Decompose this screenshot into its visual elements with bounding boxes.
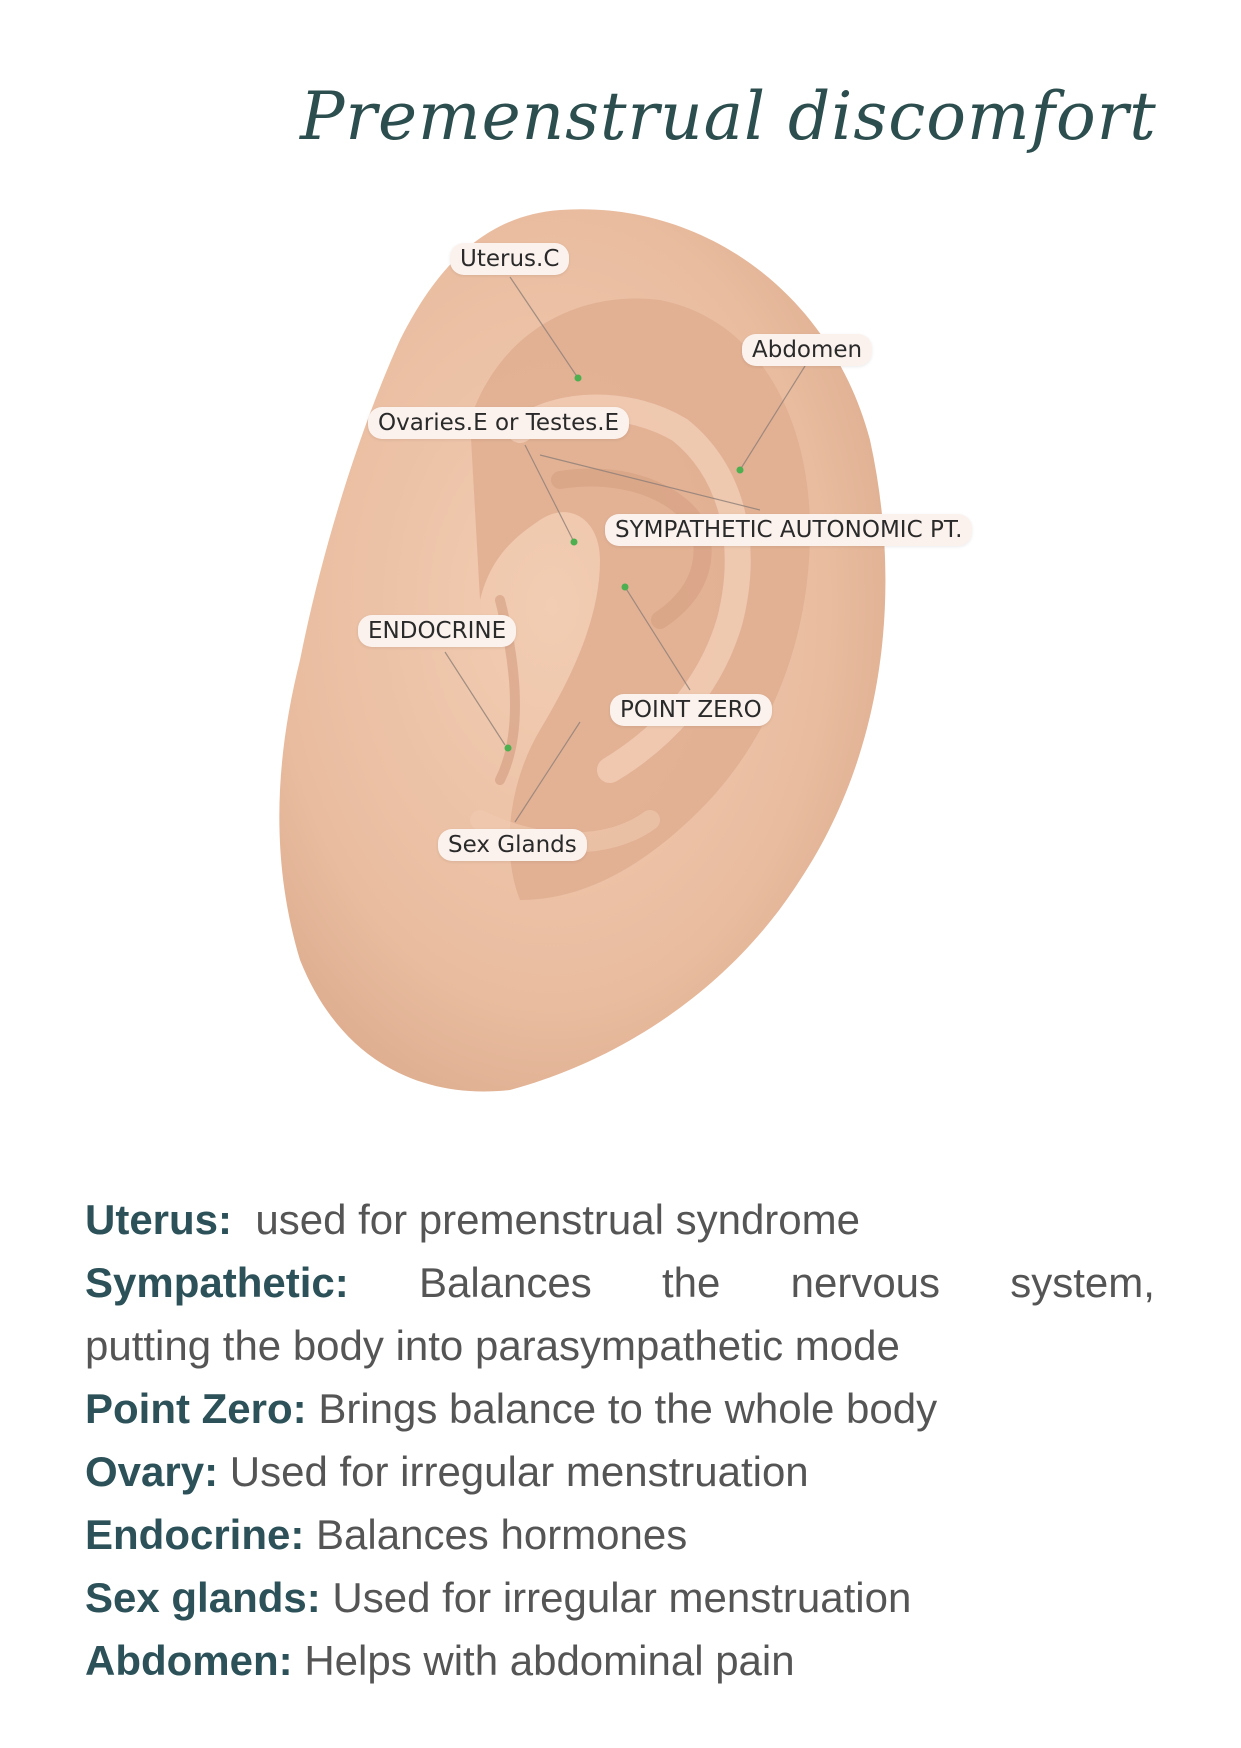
legend-row-sympathetic: Sympathetic: Balances the nervous system… — [85, 1251, 1155, 1314]
legend-row-sex-glands: Sex glands: Used for irregular menstruat… — [85, 1566, 1155, 1629]
point-uterus — [574, 374, 582, 382]
legend-text: Brings balance to the whole body — [318, 1385, 938, 1432]
legend-word: system, — [1010, 1259, 1155, 1306]
point-ovaries — [570, 538, 578, 546]
label-sex-glands: Sex Glands — [438, 829, 587, 861]
legend-row-ovary: Ovary: Used for irregular menstruation — [85, 1440, 1155, 1503]
legend-term: Sympathetic: — [85, 1259, 349, 1306]
legend-term: Abdomen: — [85, 1637, 293, 1684]
legend-word: nervous — [790, 1259, 941, 1306]
label-abdomen: Abdomen — [742, 334, 873, 366]
legend-word: Balances — [418, 1259, 592, 1306]
legend-row-sympathetic-cont: putting the body into parasympathetic mo… — [85, 1314, 1155, 1377]
acupoints — [504, 374, 744, 752]
legend-text: used for premenstrual syndrome — [255, 1196, 860, 1243]
legend-row-point-zero: Point Zero: Brings balance to the whole … — [85, 1377, 1155, 1440]
point-abdomen — [736, 466, 744, 474]
legend-text: Used for irregular menstruation — [229, 1448, 809, 1495]
label-sympathetic: SYMPATHETIC AUTONOMIC PT. — [605, 514, 973, 546]
legend-row-abdomen: Abdomen: Helps with abdominal pain — [85, 1629, 1155, 1692]
legend-text: Balances hormones — [316, 1511, 688, 1558]
leader-lines — [444, 276, 806, 823]
ear-illustration — [279, 209, 886, 1092]
legend-text: putting the body into parasympathetic mo… — [85, 1322, 900, 1369]
legend-text: Used for irregular menstruation — [332, 1574, 912, 1621]
legend-row-uterus: Uterus: used for premenstrual syndrome — [85, 1188, 1155, 1251]
legend-word: the — [661, 1259, 721, 1306]
legend-row-endocrine: Endocrine: Balances hormones — [85, 1503, 1155, 1566]
label-ovaries: Ovaries.E or Testes.E — [368, 407, 630, 439]
label-point-zero: POINT ZERO — [610, 694, 772, 726]
legend-term: Point Zero: — [85, 1385, 307, 1432]
legend: Uterus: used for premenstrual syndrome S… — [85, 1188, 1155, 1692]
label-uterus: Uterus.C — [450, 243, 570, 275]
point-endocrine — [504, 744, 512, 752]
legend-term: Endocrine: — [85, 1511, 305, 1558]
point-zero — [621, 583, 629, 591]
page-title: Premenstrual discomfort — [300, 78, 1157, 155]
legend-term: Uterus: — [85, 1196, 233, 1243]
legend-term: Sex glands: — [85, 1574, 321, 1621]
legend-term: Ovary: — [85, 1448, 219, 1495]
legend-text: Helps with abdominal pain — [304, 1637, 795, 1684]
label-endocrine: ENDOCRINE — [358, 615, 517, 647]
